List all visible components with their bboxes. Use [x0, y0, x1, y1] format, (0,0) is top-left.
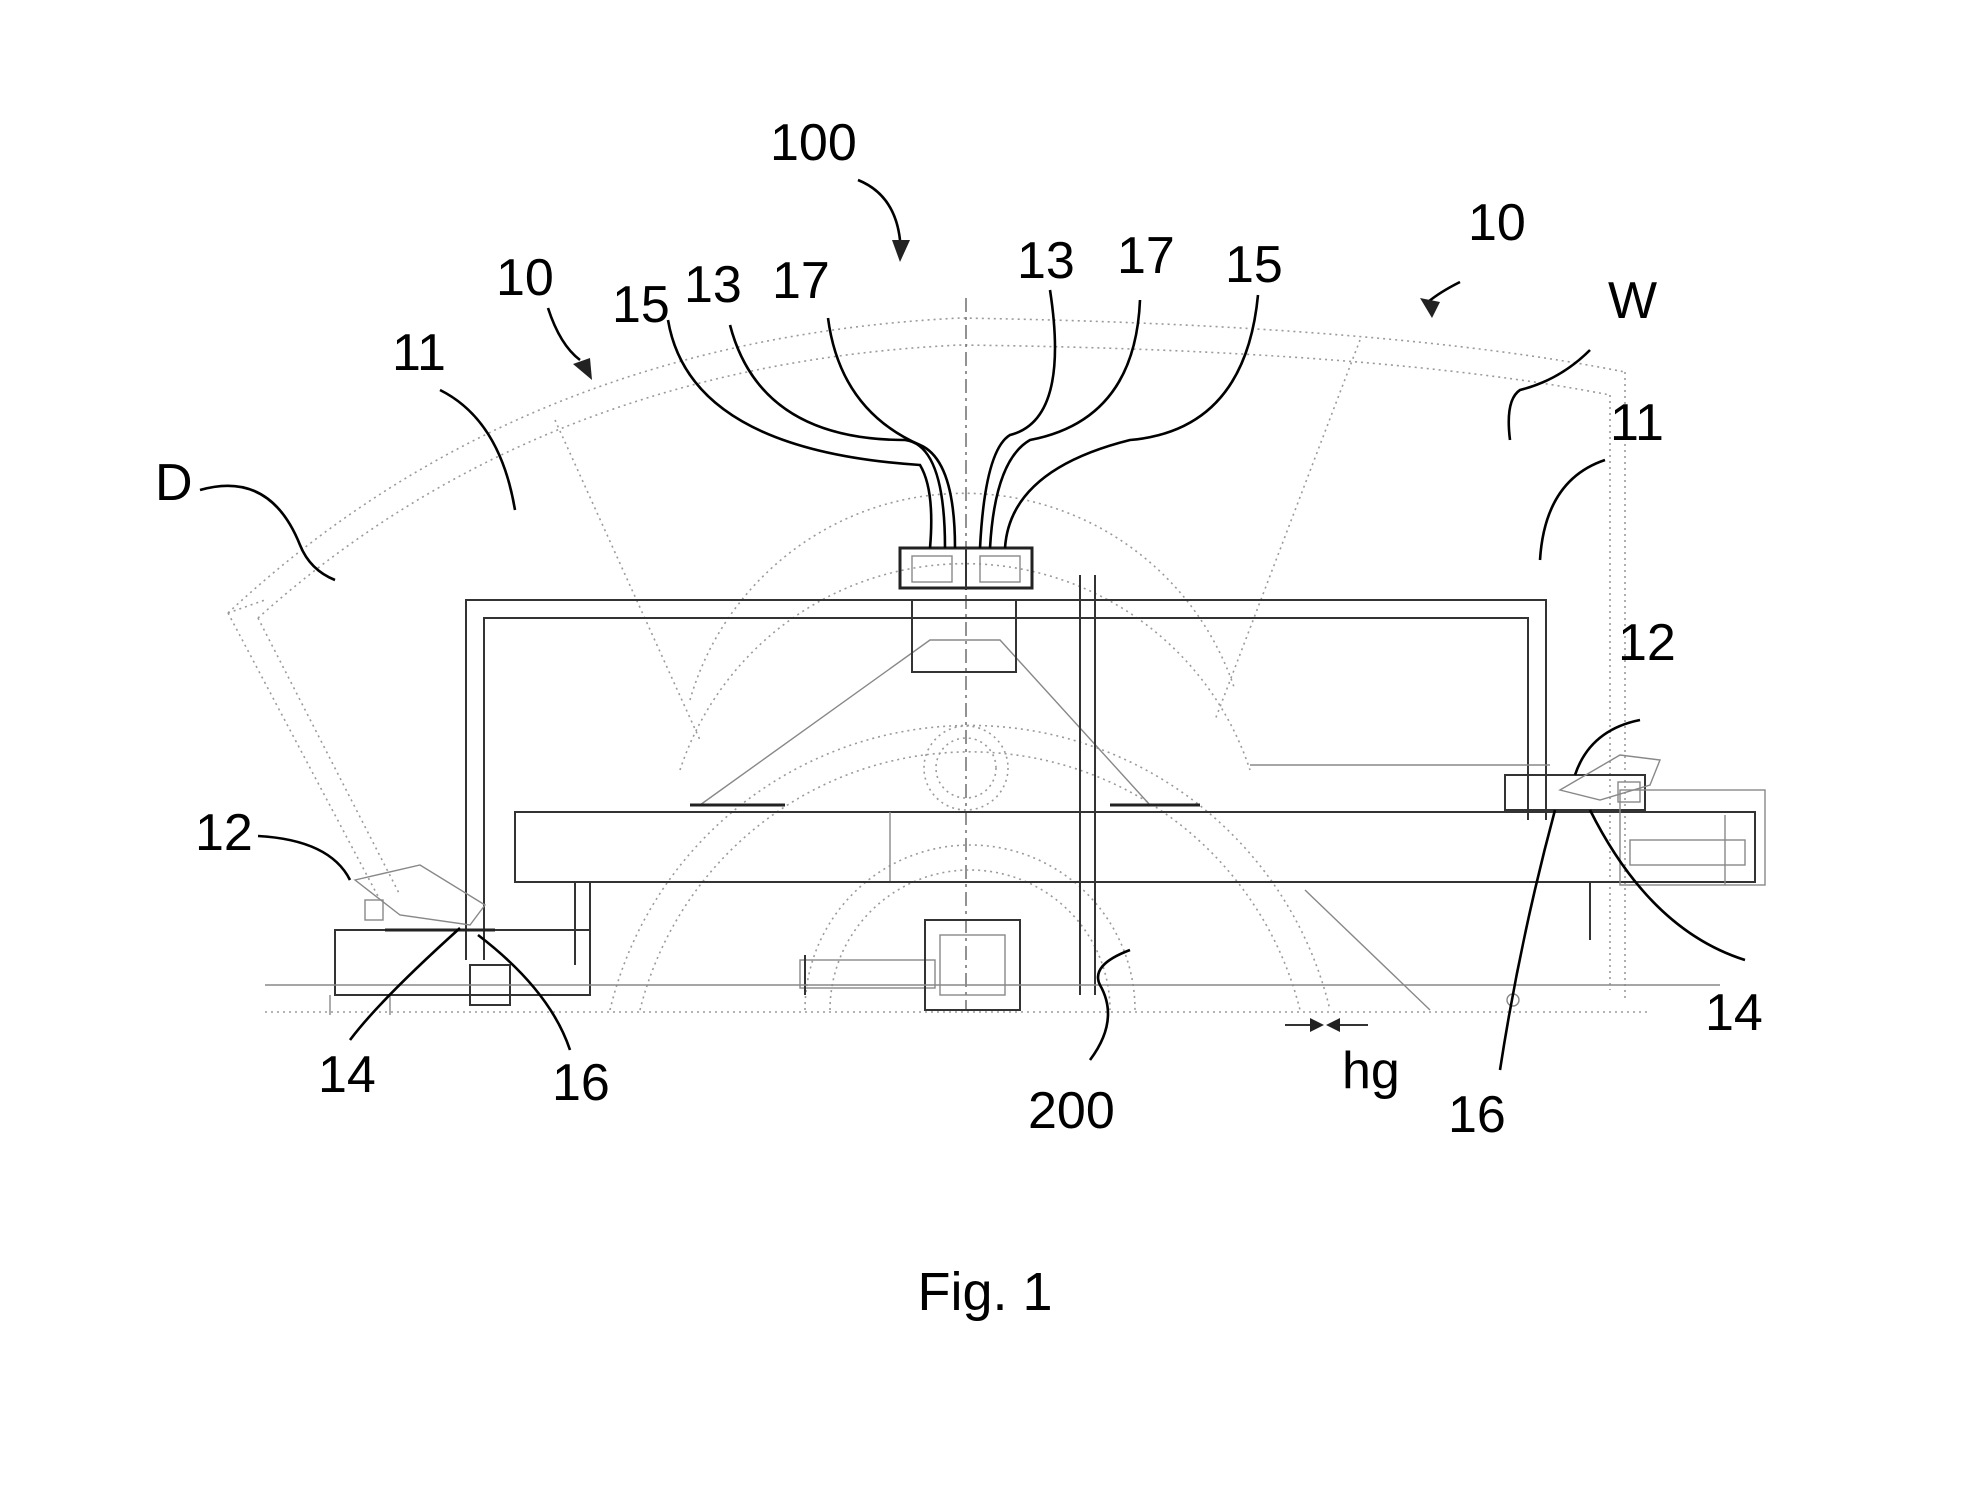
label-10-left: 10	[496, 249, 554, 307]
right-actuator	[1558, 754, 1661, 801]
label-15-left: 15	[612, 276, 670, 334]
coupling-right-part	[979, 555, 1021, 583]
label-17-right: 17	[1117, 227, 1175, 285]
leader-lines	[199, 178, 1746, 1071]
leader-D	[199, 484, 336, 582]
label-14-right: 14	[1705, 984, 1763, 1042]
leader-16-left	[477, 933, 572, 1051]
label-12-left: 12	[195, 804, 253, 862]
left-wing-edge	[227, 612, 381, 901]
label-D: D	[155, 454, 193, 512]
rotor-lower-ring-2	[829, 869, 1111, 1011]
center-hub	[911, 599, 1017, 673]
rotor-outer	[609, 724, 1331, 1011]
leader-12-right	[1573, 718, 1641, 776]
leader-12-left	[257, 834, 352, 881]
leader-17-right	[988, 299, 1142, 549]
rotor-ring-3	[679, 562, 1251, 771]
rotor-ring-4	[689, 492, 1236, 701]
upper-frame-inner	[483, 617, 1529, 960]
label-hg: hg	[1342, 1042, 1400, 1100]
label-11-left: 11	[392, 324, 446, 382]
center-triangle	[699, 639, 1151, 806]
drive-shaft	[799, 959, 936, 989]
figure-caption: Fig. 1	[917, 1262, 1052, 1322]
leader-14-left	[348, 927, 461, 1041]
label-13-left: 13	[684, 256, 742, 314]
left-wing-edge-inner	[257, 617, 401, 896]
drive-motor	[924, 919, 1021, 1011]
center-bearing	[923, 725, 1009, 811]
inner-dome-arc	[257, 344, 1611, 619]
label-100: 100	[770, 114, 857, 172]
label-12-right: 12	[1618, 614, 1676, 672]
right-side-block	[1619, 789, 1766, 886]
dome-left-cap	[227, 599, 266, 614]
leader-17-left	[826, 317, 957, 549]
hg-arrowhead-right	[1326, 1018, 1340, 1032]
leader-16-right	[1498, 809, 1557, 1071]
label-14-left: 14	[318, 1046, 376, 1104]
left-sector-line	[554, 419, 701, 741]
leader-13-right	[978, 289, 1057, 549]
leader-W	[1507, 349, 1591, 441]
lower-beam	[574, 881, 1591, 965]
leader-11-right	[1538, 458, 1606, 561]
hg-arrowhead-left	[1310, 1018, 1324, 1032]
drawing-body	[227, 298, 1766, 1032]
label-16-right: 16	[1448, 1086, 1506, 1144]
rotor-ring-2	[639, 751, 1301, 1011]
right-sector-line	[1214, 339, 1361, 721]
leader-10-right	[1427, 280, 1461, 303]
leader-200	[1088, 948, 1131, 1061]
label-15-right: 15	[1225, 236, 1283, 294]
label-17-left: 17	[772, 252, 830, 310]
leader-15-right	[1003, 294, 1260, 549]
drive-motor-inner	[939, 934, 1006, 996]
reference-labels: 100 10 10 W 11 11 D 15 13 17 13 17 15 12…	[155, 114, 1763, 1144]
leader-11-left	[439, 388, 517, 511]
left-actuator-box	[364, 899, 384, 921]
label-13-right: 13	[1017, 232, 1075, 290]
arrow-10-right	[1420, 298, 1440, 318]
label-11-right: 11	[1610, 394, 1664, 452]
leader-15-left	[666, 319, 933, 549]
left-actuator	[353, 864, 487, 926]
label-200: 200	[1028, 1082, 1115, 1140]
leader-10-left	[546, 307, 581, 362]
label-W: W	[1608, 272, 1657, 330]
label-16-left: 16	[552, 1054, 610, 1112]
right-actuator-box	[1617, 781, 1641, 803]
leader-14-right	[1588, 809, 1746, 962]
arrow-100	[892, 240, 910, 262]
leader-13-left	[728, 324, 947, 549]
label-10-right: 10	[1468, 194, 1526, 252]
center-bearing-inner	[935, 737, 997, 799]
arrow-10-left	[573, 358, 592, 380]
right-brace	[1304, 889, 1431, 1011]
leader-100	[857, 178, 902, 241]
rotor-lower-ring	[804, 844, 1136, 1011]
crossbeam	[514, 811, 1756, 883]
right-side-block-inner	[1629, 839, 1746, 866]
coupling-left-part	[911, 555, 953, 583]
